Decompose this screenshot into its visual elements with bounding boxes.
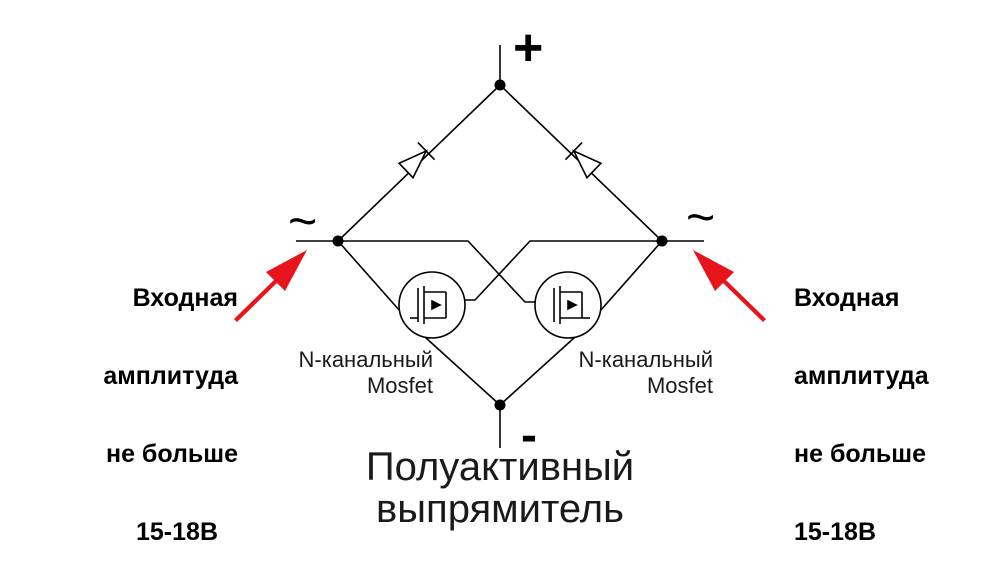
input-amplitude-note-right: Входная амплитуда не больше 15-18В	[794, 233, 964, 571]
node-right	[656, 235, 668, 247]
red-arrow-right-icon	[693, 250, 766, 322]
note-line: амплитуда	[103, 362, 238, 390]
wire-fet-right-to-bottom	[499, 327, 586, 406]
minus-terminal-label: -	[521, 409, 537, 462]
node-top	[494, 79, 506, 91]
mosfet-type: N-канальный	[578, 347, 714, 372]
plus-terminal-label: +	[513, 19, 544, 77]
mosfet-type: N-канальный	[298, 347, 434, 372]
mosfet-right-label: N-канальный Mosfet	[565, 347, 714, 399]
note-line: 15-18В	[136, 518, 218, 546]
node-left	[332, 235, 344, 247]
note-line: 15-18В	[794, 518, 876, 546]
input-amplitude-note-left: Входная амплитуда не больше 15-18В	[78, 233, 238, 571]
mosfet-right-icon	[534, 271, 602, 339]
note-line: не больше	[105, 440, 238, 468]
title-line-1: Полуактивный	[365, 445, 635, 489]
note-line: не больше	[794, 440, 927, 468]
mosfet-left-icon	[398, 271, 466, 339]
diode-left-icon	[397, 141, 436, 180]
ac-left-label: ~	[288, 193, 318, 249]
node-bottom	[494, 399, 506, 411]
note-line: амплитуда	[794, 362, 929, 390]
mosfet-name: Mosfet	[646, 373, 713, 398]
mosfet-name: Mosfet	[366, 373, 433, 398]
red-arrow-left-icon	[234, 250, 307, 322]
diagram-title: Полуактивный выпрямитель	[300, 446, 700, 530]
diode-right-icon	[564, 141, 603, 180]
mosfet-left-label: N-канальный Mosfet	[285, 347, 434, 399]
note-line: Входная	[794, 284, 900, 312]
note-line: Входная	[132, 284, 238, 312]
wire-fet-left-to-bottom	[414, 327, 501, 406]
title-line-2: выпрямитель	[376, 487, 624, 531]
ac-right-label: ~	[686, 189, 716, 245]
